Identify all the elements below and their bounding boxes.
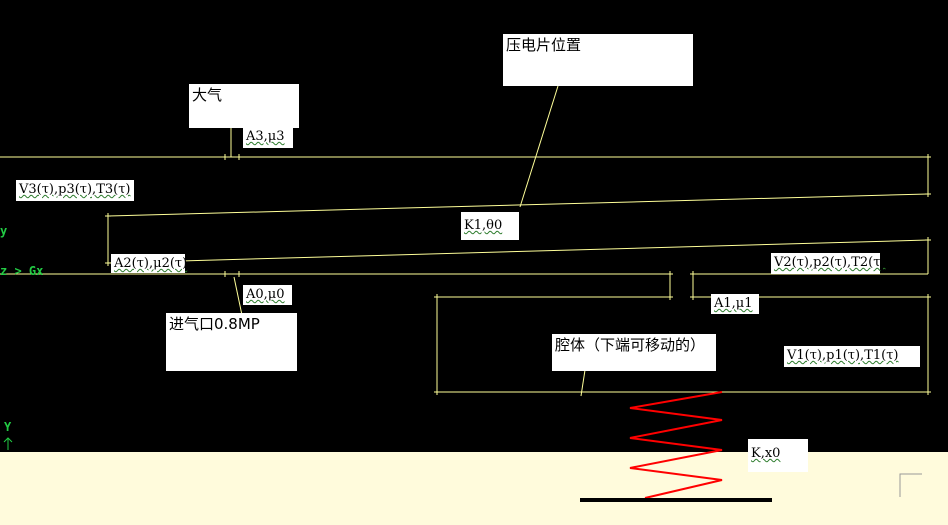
label-v3-group: V3(τ),p3(τ),T3(τ) [16, 180, 134, 201]
middle-slanted-line [107, 239, 929, 264]
upper-slanted-line [107, 193, 929, 217]
label-v2-group: V2(τ),p2(τ),T2(τ) [771, 253, 885, 274]
spring [629, 391, 723, 499]
inlet-leader-line [233, 276, 244, 321]
label-cavity: 腔体（下端可移动的） [552, 334, 716, 371]
label-atmosphere: 大气 [189, 84, 299, 128]
piezo-leader-line [519, 85, 559, 208]
axis-z-gx-label: z > Gx [0, 264, 44, 278]
axis-y-left-label: y [0, 224, 8, 238]
label-k1-theta0: K1,θ0 [461, 212, 519, 240]
label-k-x0: K,x0 [748, 439, 808, 472]
axis-y-bottom-label: Y [4, 420, 12, 434]
corner-mark [899, 473, 922, 497]
label-a3-mu3: A3,μ3 [243, 127, 293, 148]
axis-y-bottom [3, 437, 13, 450]
cavity-leader-line [580, 369, 586, 397]
label-a1-mu1: A1,μ1 [711, 294, 759, 314]
label-a2-mu2: A2(τ),μ2(τ) [111, 254, 187, 273]
label-v1-group: V1(τ),p1(τ),T1(τ) [784, 346, 920, 367]
label-piezo-position: 压电片位置 [503, 34, 693, 86]
label-a0-mu0: A0,μ0 [243, 285, 292, 305]
label-inlet: 进气口0.8MP [166, 313, 297, 371]
node-markers [105, 154, 931, 395]
